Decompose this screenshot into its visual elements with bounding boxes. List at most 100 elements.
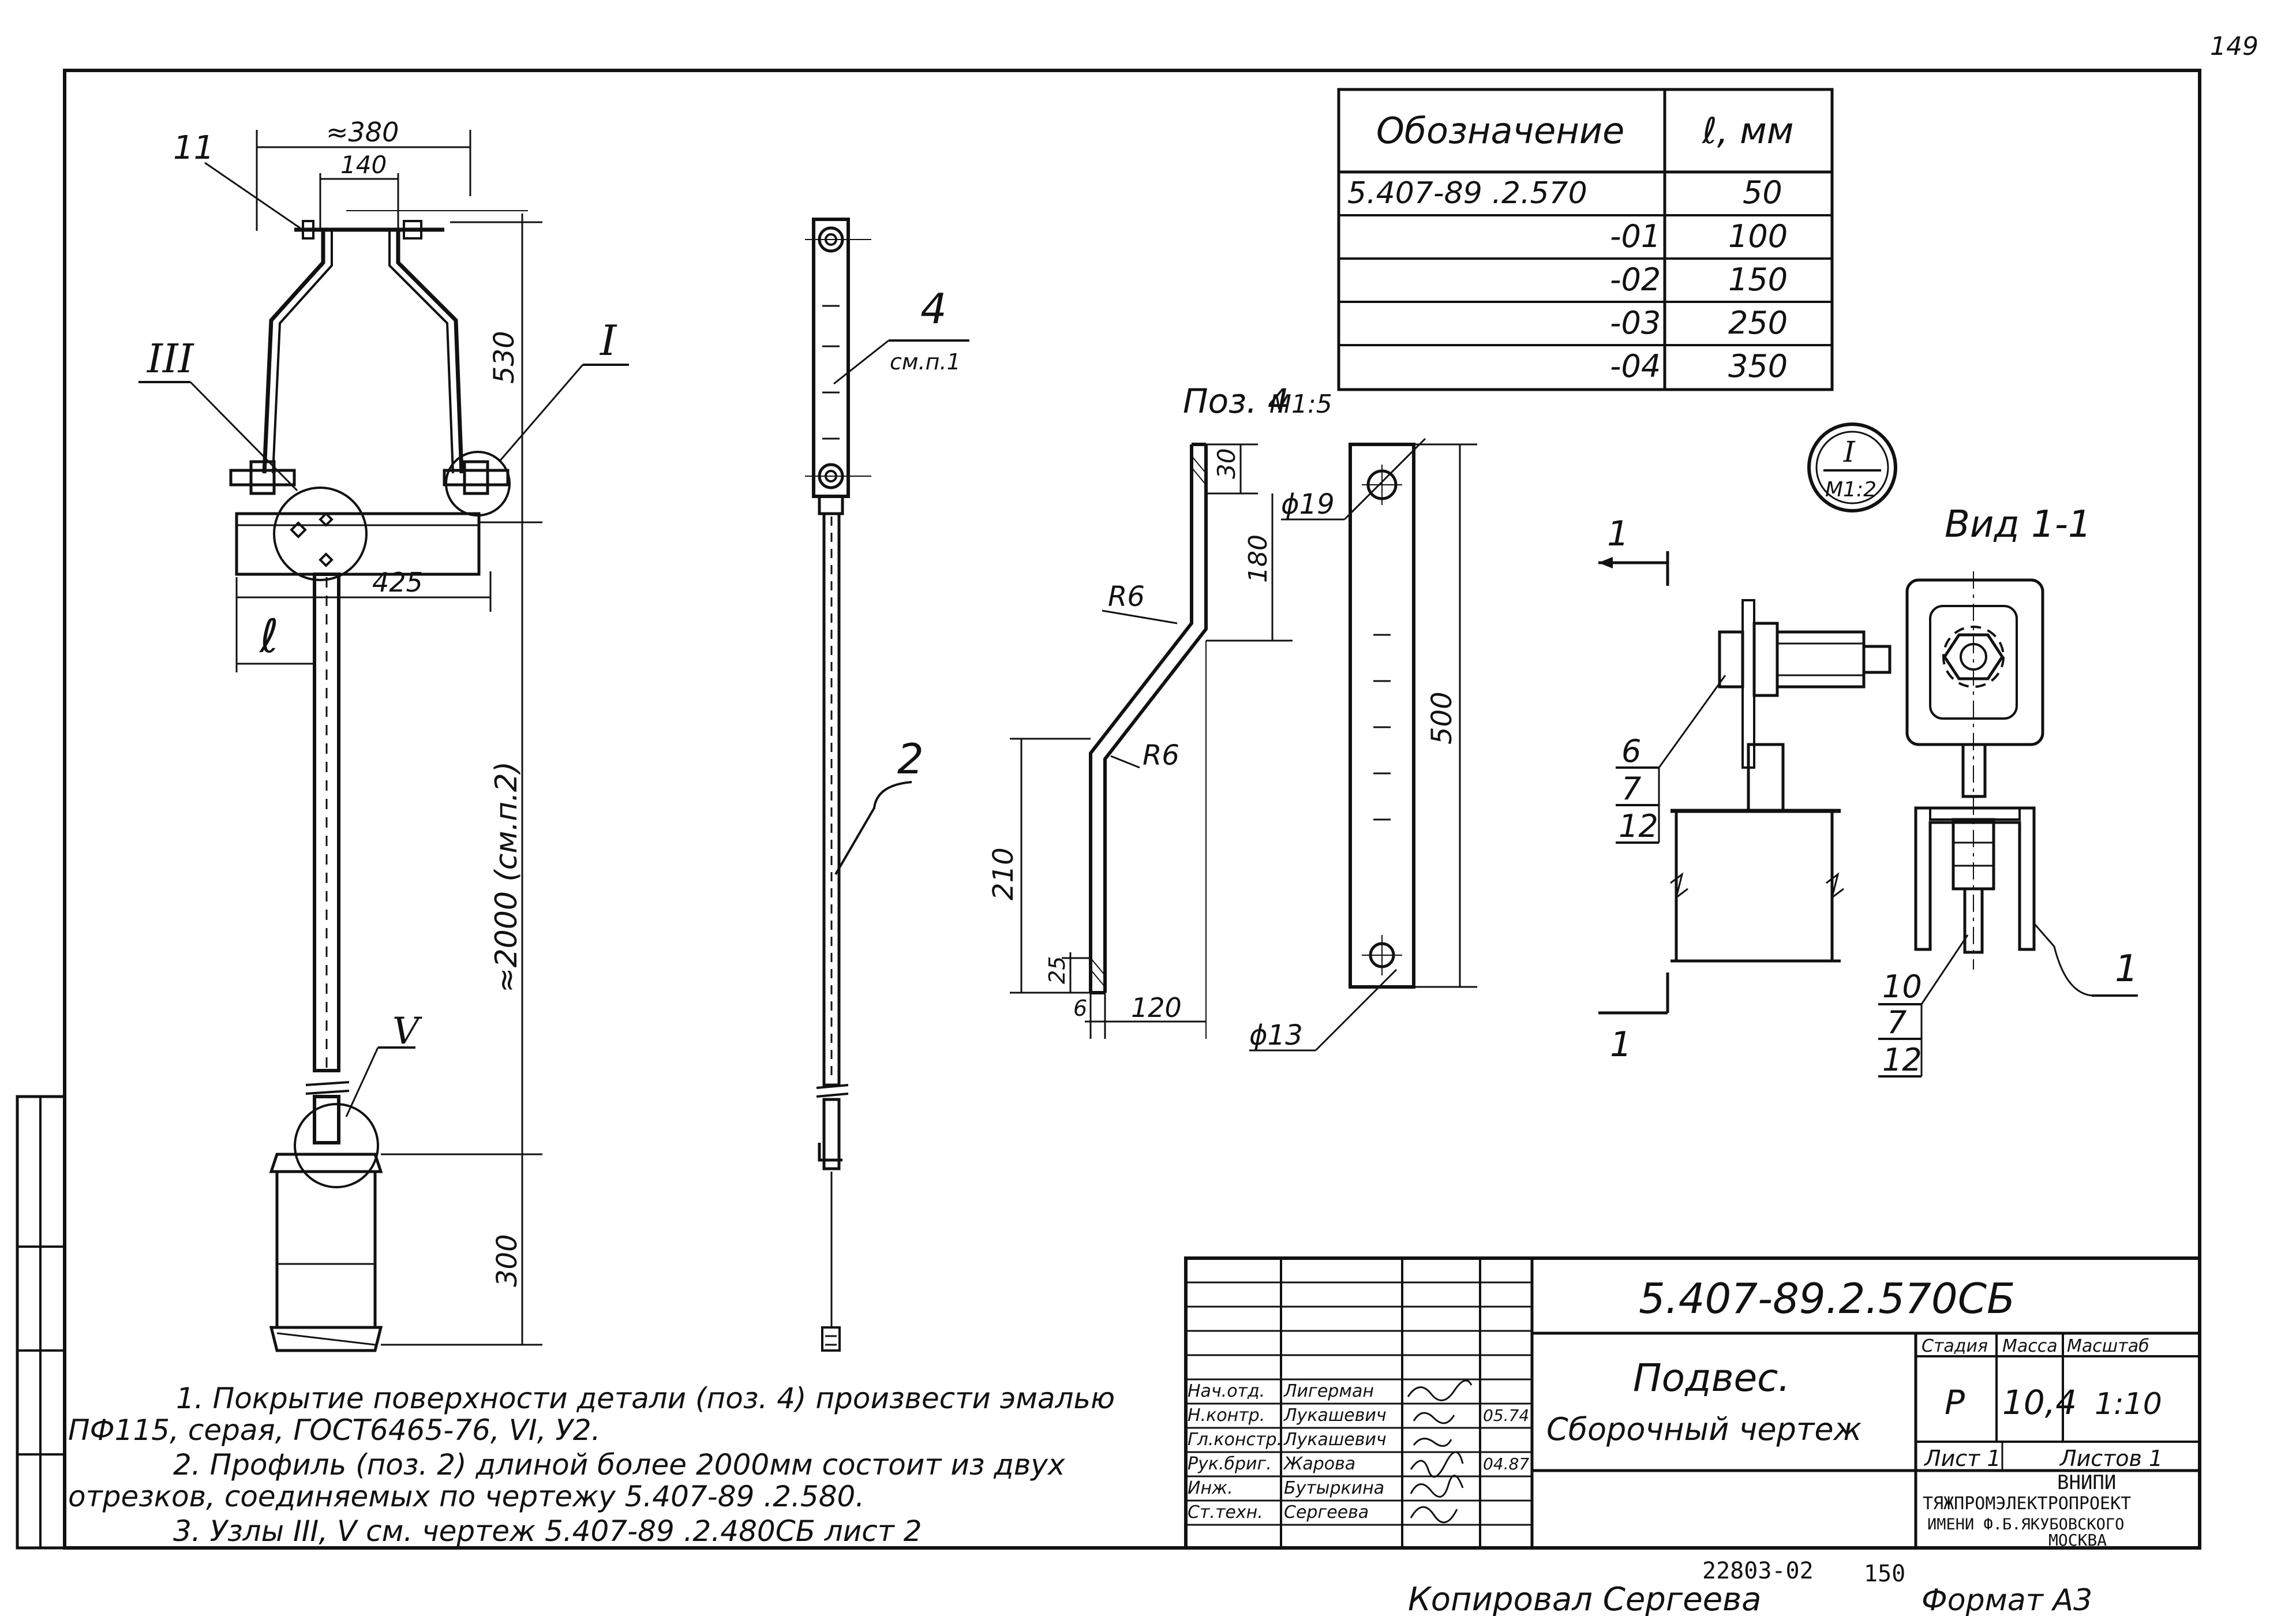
dim-500: 500 xyxy=(1426,691,1458,745)
doc-number: 5.407-89.2.570СБ xyxy=(1639,1274,2015,1323)
sig-name: Сергеева xyxy=(1284,1502,1369,1523)
pos4-title: Поз. 4 xyxy=(1183,381,1289,421)
archive-number: 22803-02 xyxy=(1702,1558,1814,1584)
label-11: 11 xyxy=(173,129,214,167)
sig-role: Ст.техн. xyxy=(1188,1502,1263,1523)
org-line4: МОСКВА xyxy=(2048,1531,2107,1550)
pos4-detail: Поз. 4 М1:5 30 180 R6 R6 210 25 xyxy=(987,381,1477,1052)
copied-by: Копировал Сергеева xyxy=(1408,1581,1762,1616)
page-number: 149 xyxy=(2210,32,2258,61)
scale-header: Масштаб xyxy=(2067,1336,2149,1356)
org-line1: ВНИПИ xyxy=(2057,1471,2116,1494)
radius-lower: R6 xyxy=(1143,739,1179,772)
signature-row: Ст.техн. Сергеева xyxy=(1188,1502,1458,1524)
spec-row-designation: -04 xyxy=(1610,348,1661,384)
org-line3: ИМЕНИ Ф.Б.ЯКУБОВСКОГО xyxy=(1927,1516,2124,1533)
signature-row: Н.контр. Лукашевич 05.74 xyxy=(1188,1405,1529,1426)
spec-row-designation: -02 xyxy=(1610,261,1661,298)
node-number: I xyxy=(1843,435,1856,469)
signature-mark xyxy=(1410,1506,1458,1524)
hole-top: ϕ19 xyxy=(1281,488,1335,521)
archive-page: 150 xyxy=(1864,1561,1905,1587)
callout-1: 1 xyxy=(2115,948,2138,990)
sheets-label: Листов 1 xyxy=(2059,1446,2163,1471)
callout-bottom: 10 xyxy=(1882,968,1922,1005)
mass-value: 10,4 xyxy=(2002,1383,2077,1422)
title-name-line2: Сборочный чертеж xyxy=(1546,1411,1862,1447)
dim-530: 530 xyxy=(488,331,520,384)
dim-l: ℓ xyxy=(259,609,279,663)
notes: 1. Покрытие поверхности детали (поз. 4) … xyxy=(68,1382,1115,1548)
org-line2: ТЯЖПРОМЭЛЕКТРОПРОЕКТ xyxy=(1923,1494,2131,1514)
dim-380: ≈380 xyxy=(326,117,399,148)
pos2-callout: 2 xyxy=(897,735,924,783)
sig-name: Лукашевич xyxy=(1283,1430,1387,1450)
signature-mark xyxy=(1413,1412,1455,1424)
dim-140: 140 xyxy=(340,151,387,179)
spec-header-length: ℓ, мм xyxy=(1702,110,1794,152)
sig-name: Лукашевич xyxy=(1283,1405,1387,1426)
cut-marker-top: 1 xyxy=(1607,514,1629,554)
sig-role: Рук.бриг. xyxy=(1188,1454,1272,1474)
pos4-callout: 4 xyxy=(920,285,947,333)
note-line: 2. Профиль (поз. 2) длиной более 2000мм … xyxy=(173,1448,1065,1482)
spec-row-length: 250 xyxy=(1728,305,1788,341)
sig-role: Н.контр. xyxy=(1188,1405,1265,1426)
sig-name: Бутыркина xyxy=(1284,1478,1384,1498)
signature-row: Инж. Бутыркина xyxy=(1188,1475,1464,1498)
node-V-label: V xyxy=(392,1010,422,1053)
sig-date: 05.74 xyxy=(1483,1406,1529,1425)
dim-6: 6 xyxy=(1073,996,1087,1021)
signature-mark xyxy=(1413,1438,1452,1447)
sig-name: Лигерман xyxy=(1283,1381,1374,1401)
signature-row: Гл.констр. Лукашевич xyxy=(1188,1430,1452,1450)
sig-role: Гл.констр. xyxy=(1188,1430,1282,1450)
mass-header: Масса xyxy=(2002,1336,2058,1356)
spec-row-designation: -03 xyxy=(1610,305,1661,341)
sig-name: Жарова xyxy=(1283,1454,1355,1474)
radius-upper: R6 xyxy=(1108,581,1145,613)
node-scale: М1:2 xyxy=(1825,478,1876,502)
spec-row-length: 50 xyxy=(1743,174,1782,211)
spec-row-length: 100 xyxy=(1728,218,1788,255)
sheet-label: Лист 1 xyxy=(1923,1446,2001,1471)
callout-bottom: 7 xyxy=(1887,1004,1907,1041)
signature-row: Рук.бриг. Жарова 04.87 xyxy=(1188,1451,1529,1478)
view-title: Вид 1-1 xyxy=(1945,503,2092,546)
spec-table: Обозначение ℓ, мм 5.407-89 .2.570 50 -01… xyxy=(1337,88,1834,391)
signature-mark xyxy=(1407,1379,1473,1401)
stage-header: Стадия xyxy=(1922,1336,1988,1356)
callout-left: 12 xyxy=(1619,808,1658,844)
signature-mark xyxy=(1410,1451,1464,1478)
pos4-scale: М1:5 xyxy=(1269,390,1332,419)
note-line: 1. Покрытие поверхности детали (поз. 4) … xyxy=(176,1382,1115,1415)
dim-120: 120 xyxy=(1131,992,1182,1023)
main-view: ≈380 140 11 III xyxy=(138,117,629,1352)
scale-value: 1:10 xyxy=(2095,1387,2162,1422)
spec-row-length: 350 xyxy=(1728,348,1788,384)
node-badge xyxy=(1807,422,1897,513)
callout-left: 7 xyxy=(1621,770,1641,807)
hole-bottom: ϕ13 xyxy=(1249,1019,1303,1052)
spec-row-designation: 5.407-89 .2.570 xyxy=(1347,176,1587,211)
sig-role: Инж. xyxy=(1188,1478,1233,1498)
sheet-frame xyxy=(63,69,2201,1550)
dim-25: 25 xyxy=(1044,956,1070,984)
cut-marker-bottom: 1 xyxy=(1610,1024,1632,1065)
note-line: 3. Узлы III, V см. чертеж 5.407-89 .2.48… xyxy=(173,1514,922,1548)
dim-180: 180 xyxy=(1243,534,1273,583)
signature-mark xyxy=(1410,1475,1464,1498)
callout-left: 6 xyxy=(1621,733,1641,769)
spec-header-designation: Обозначение xyxy=(1376,110,1624,152)
note-line: ПФ115, серая, ГОСТ6465-76, VI, У2. xyxy=(68,1413,601,1447)
node-III-label: III xyxy=(146,336,194,382)
dim-210: 210 xyxy=(987,847,1020,900)
signature-row: Нач.отд. Лигерман xyxy=(1188,1379,1473,1401)
note-line: отрезков, соединяемых по чертежу 5.407-8… xyxy=(68,1480,864,1513)
pos4-note: см.п.1 xyxy=(890,349,961,375)
node-detail: I М1:2 Вид 1-1 1 1 6 7 12 xyxy=(1598,422,2138,1078)
title-name-line1: Подвес. xyxy=(1633,1356,1790,1400)
callout-bottom: 12 xyxy=(1882,1042,1922,1078)
stage-value: Р xyxy=(1945,1383,1965,1422)
